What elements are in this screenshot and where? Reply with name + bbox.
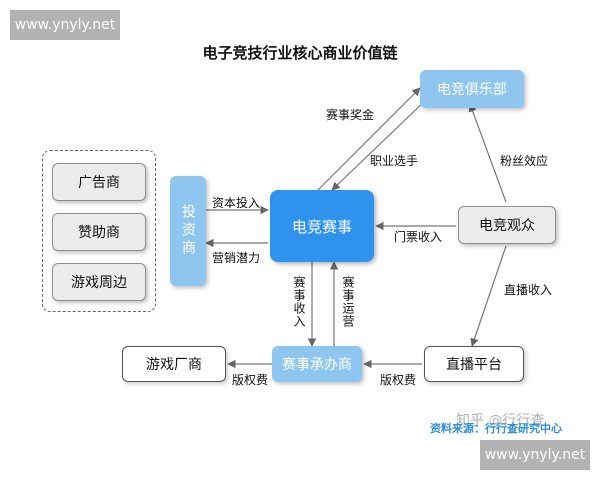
label-stream-revenue: 直播收入 (504, 283, 553, 297)
watermark-bottom: www.ynyly.net (480, 440, 590, 470)
node-esports-event: 电竞赛事 (270, 190, 374, 262)
label-pro-players: 职业选手 (370, 154, 419, 168)
node-event-organizer: 赛事承办商 (272, 346, 362, 382)
node-advertiser: 广告商 (52, 163, 146, 201)
source-credit: 资料来源：行行查研究中心 (430, 422, 562, 435)
node-sponsor: 赞助商 (52, 213, 146, 251)
node-investor: 投资商 (170, 176, 206, 286)
label-prize-money: 赛事奖金 (326, 108, 375, 122)
node-game-developer: 游戏厂商 (122, 346, 226, 382)
zhihu-watermark: 知乎 @行行查 (456, 413, 545, 429)
label-event-operation: 赛事运营 (341, 276, 355, 328)
label-copyright-fee-right: 版权费 (380, 373, 417, 387)
diagram-title: 电子竞技行业核心商业价值链 (202, 44, 398, 62)
label-ticket-revenue: 门票收入 (394, 230, 443, 244)
node-streaming-platform: 直播平台 (424, 346, 524, 382)
label-capital-input: 资本投入 (212, 196, 261, 210)
arrow-club-to-event (331, 97, 429, 191)
arrow-event-to-club (317, 87, 421, 191)
watermark-top: www.ynyly.net (10, 10, 120, 40)
arrow-audience-to-stream (470, 245, 507, 347)
node-esports-audience: 电竞观众 (458, 206, 556, 244)
label-marketing-potential: 营销潜力 (212, 251, 261, 265)
arrow-audience-to-club (468, 103, 507, 203)
sponsor-group-box (42, 150, 156, 312)
node-esports-club: 电竞俱乐部 (420, 70, 524, 108)
label-copyright-fee-left: 版权费 (232, 373, 269, 387)
node-game-peripherals: 游戏周边 (52, 263, 146, 301)
label-event-revenue: 赛事收入 (292, 276, 306, 328)
label-fan-effect: 粉丝效应 (500, 154, 549, 168)
